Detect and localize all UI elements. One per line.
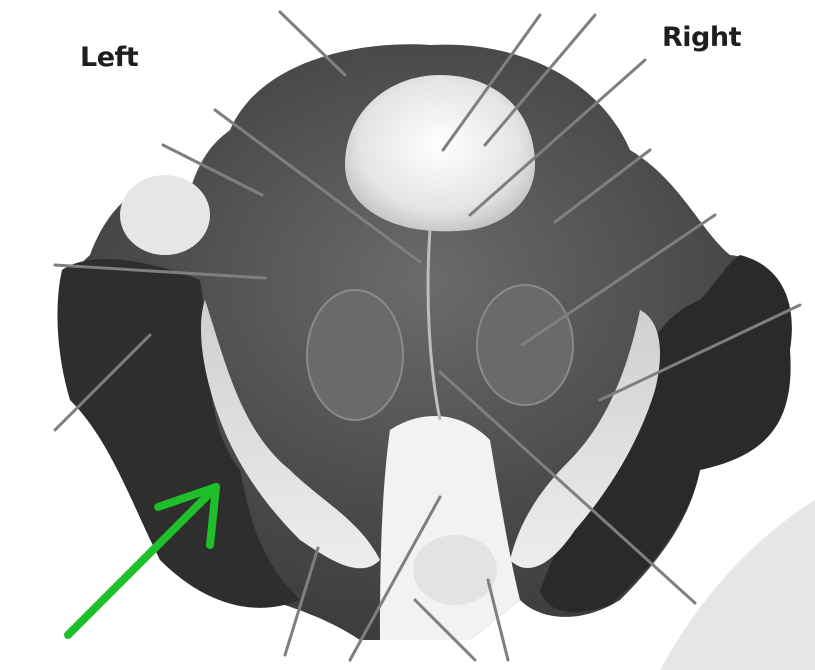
left-side-label: Left bbox=[80, 42, 138, 73]
right-side-label: Right bbox=[662, 22, 741, 53]
tissue-upper-left-blob bbox=[120, 175, 210, 255]
tissue-bottom-oval bbox=[413, 535, 497, 605]
tissue-left-nucleus bbox=[307, 290, 403, 420]
tissue-right-nucleus bbox=[477, 285, 573, 405]
